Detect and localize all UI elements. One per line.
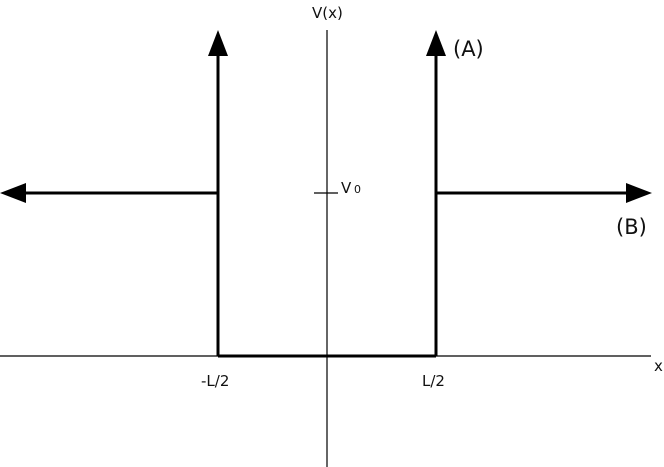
right-step-arrow bbox=[626, 183, 652, 203]
curve-a-label: (A) bbox=[453, 37, 484, 61]
right-wall-arrow-up bbox=[426, 30, 446, 56]
v0-label-main: V bbox=[341, 179, 352, 197]
left-wall-arrow-up bbox=[208, 30, 228, 56]
x-axis-label: x bbox=[654, 357, 663, 375]
curve-b-label: (B) bbox=[616, 215, 647, 239]
y-axis-label: V(x) bbox=[312, 4, 343, 22]
right-edge-label: L/2 bbox=[422, 372, 445, 390]
left-edge-label: -L/2 bbox=[201, 372, 229, 390]
left-step-arrow bbox=[0, 183, 26, 203]
v0-label-sub: 0 bbox=[354, 183, 361, 196]
